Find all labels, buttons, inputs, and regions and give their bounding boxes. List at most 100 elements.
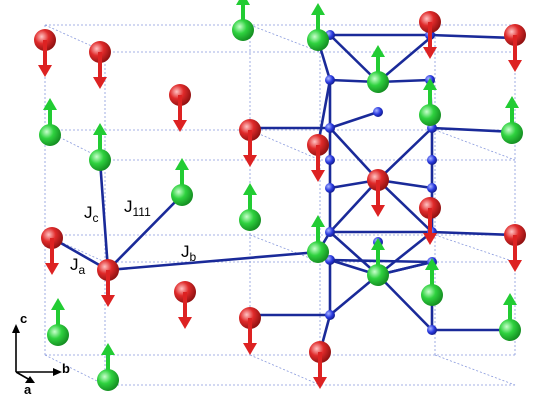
label-jb: Jb — [181, 242, 197, 264]
label-jc: Jc — [84, 203, 99, 225]
ion-sphere — [97, 369, 119, 391]
spin-up-arrowhead — [175, 158, 189, 170]
oxygen-node — [427, 155, 437, 165]
a-axis-line — [15, 371, 31, 381]
bond — [428, 33, 517, 40]
cell-edge — [249, 354, 321, 386]
b-axis-arrowhead — [53, 368, 62, 376]
spin-down-ion — [89, 41, 111, 89]
oxygen-node — [427, 183, 437, 193]
bond — [328, 110, 380, 130]
bond — [316, 78, 332, 147]
spin-up-arrowhead — [236, 0, 250, 5]
spin-up-ion — [239, 183, 261, 231]
oxygen-node — [325, 310, 335, 320]
oxygen-node — [325, 123, 335, 133]
bond — [430, 230, 517, 237]
ion-sphere — [47, 324, 69, 346]
bond — [98, 158, 110, 272]
spin-down-arrowhead — [508, 260, 522, 272]
spin-down-ion — [419, 197, 441, 245]
spin-up-arrowhead — [505, 96, 519, 108]
bond-network — [50, 33, 517, 354]
cell-edge — [249, 24, 321, 53]
spin-up-arrowhead — [503, 293, 517, 305]
ion-sphere — [367, 264, 389, 286]
spin-up-arrowhead — [101, 343, 115, 355]
bond — [376, 230, 434, 277]
oxygen-node — [325, 183, 335, 193]
spin-down-ion — [34, 29, 56, 77]
spin-down-arrowhead — [93, 77, 107, 89]
cell-edge — [249, 234, 321, 263]
spin-down-arrowhead — [173, 120, 187, 132]
oxygen-node — [325, 155, 335, 165]
spin-up-arrowhead — [371, 238, 385, 250]
ion-sphere — [307, 29, 329, 51]
spin-up-arrowhead — [423, 78, 437, 90]
spin-up-arrowhead — [243, 183, 257, 195]
magnetic-ions — [34, 0, 526, 391]
ion-sphere — [232, 19, 254, 41]
a-axis-arrowhead — [25, 376, 35, 383]
spin-up-arrowhead — [425, 258, 439, 270]
ion-sphere — [367, 71, 389, 93]
oxygen-node — [325, 227, 335, 237]
spin-up-ion — [367, 238, 389, 286]
spin-up-arrowhead — [311, 3, 325, 15]
label-ja: Ja — [70, 255, 86, 277]
bond — [328, 33, 380, 84]
spin-up-arrowhead — [371, 45, 385, 57]
bond — [376, 178, 434, 234]
spin-down-ion — [504, 224, 526, 272]
cell-edge — [249, 129, 321, 161]
spin-down-arrowhead — [38, 65, 52, 77]
spin-down-arrowhead — [243, 343, 257, 355]
spin-down-arrowhead — [45, 263, 59, 275]
spin-down-arrowhead — [178, 317, 192, 329]
cell-edge — [44, 129, 106, 161]
spin-up-arrowhead — [43, 98, 57, 110]
oxygen-node — [373, 107, 383, 117]
cell-edge — [44, 24, 106, 53]
a-axis-label: a — [24, 382, 32, 397]
c-axis-label: c — [20, 311, 27, 326]
ion-sphere — [39, 124, 61, 146]
spin-up-ion — [421, 258, 443, 306]
spin-up-ion — [89, 123, 111, 171]
bond — [328, 178, 380, 234]
spin-up-ion — [419, 78, 441, 126]
spin-up-ion — [501, 96, 523, 144]
c-axis-arrowhead — [12, 324, 20, 333]
spin-down-ion — [367, 169, 389, 217]
spin-up-arrowhead — [311, 215, 325, 227]
bond — [376, 36, 432, 84]
spin-up-ion — [47, 298, 69, 346]
spin-down-ion — [169, 84, 191, 132]
spin-down-ion — [41, 227, 63, 275]
bond — [376, 273, 434, 332]
spin-up-ion — [307, 3, 329, 51]
ion-sphere — [89, 149, 111, 171]
b-axis-label: b — [62, 361, 70, 376]
label-j111: J111 — [124, 197, 151, 219]
spin-down-ion — [239, 119, 261, 167]
ion-sphere — [171, 184, 193, 206]
spin-down-arrowhead — [311, 170, 325, 182]
ion-sphere — [419, 104, 441, 126]
spin-up-ion — [307, 215, 329, 263]
ion-sphere — [499, 319, 521, 341]
spin-down-arrowhead — [243, 155, 257, 167]
spin-down-ion — [239, 307, 261, 355]
cell-edge — [44, 354, 106, 386]
cell-edge — [434, 234, 516, 263]
oxygen-node — [325, 75, 335, 85]
axes-indicator: c b a — [12, 311, 70, 397]
spin-up-ion — [171, 158, 193, 206]
spin-down-arrowhead — [371, 205, 385, 217]
spin-down-arrowhead — [101, 295, 115, 307]
bond — [328, 258, 434, 264]
spin-up-ion — [232, 0, 254, 41]
spin-down-arrowhead — [423, 47, 437, 59]
ion-sphere — [501, 122, 523, 144]
